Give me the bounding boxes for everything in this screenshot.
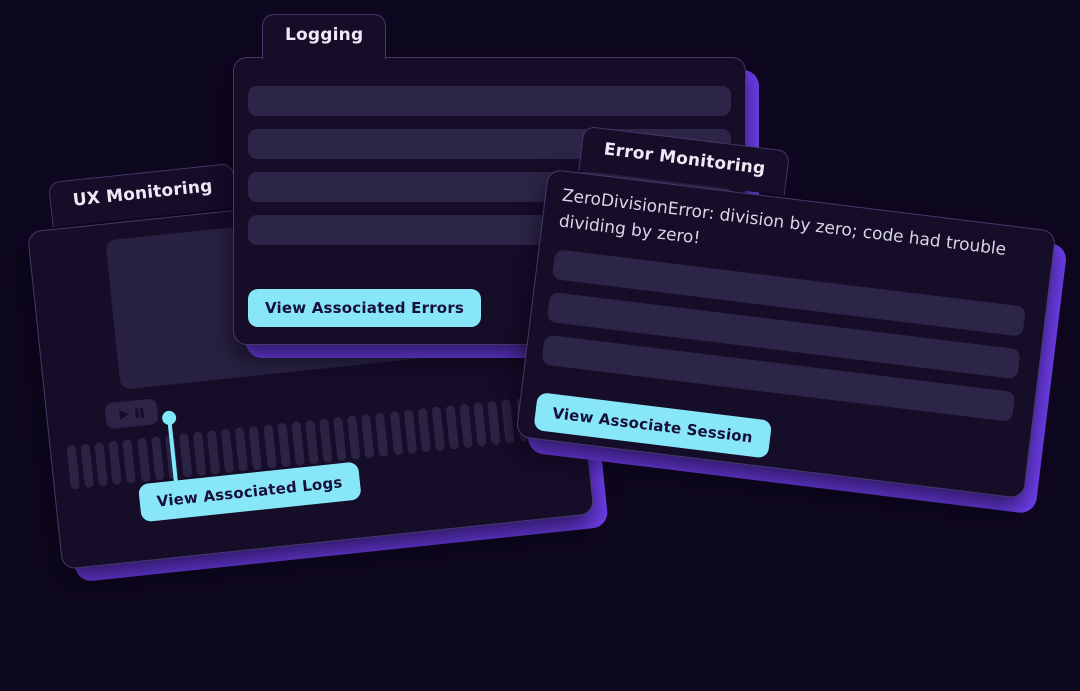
view-associated-errors-button[interactable]: View Associated Errors: [248, 289, 482, 327]
timeline-tick: [136, 437, 151, 483]
timeline-tick: [361, 413, 375, 459]
timeline-tick: [80, 443, 95, 489]
pause-icon[interactable]: [134, 407, 145, 419]
timeline-tick: [431, 406, 445, 452]
tab-logging[interactable]: Logging: [262, 14, 387, 59]
timeline-tick: [276, 422, 291, 468]
error-monitoring-card: Error Monitoring ZeroDivisionError: divi…: [515, 122, 1068, 515]
timeline-tick: [122, 438, 137, 484]
timeline-tick: [234, 427, 249, 472]
timeline-tick: [487, 400, 502, 446]
timeline-tick: [417, 407, 431, 453]
timeline-tick: [333, 416, 347, 462]
timeline-tick: [291, 421, 305, 466]
timeline-tick: [305, 419, 319, 465]
timeline-tick: [150, 435, 165, 481]
timeline-tick: [459, 403, 473, 449]
timeline-tick: [248, 425, 263, 471]
timeline-tick: [108, 440, 123, 486]
timeline-tick: [501, 399, 516, 444]
timeline-tick: [94, 441, 109, 487]
timeline-tick: [220, 428, 235, 474]
timeline-tick: [473, 402, 487, 447]
playhead-line: [167, 422, 179, 489]
skeleton-row: [248, 86, 731, 116]
play-pause-control[interactable]: [104, 398, 159, 430]
timeline-tick: [375, 412, 389, 458]
play-icon[interactable]: [118, 409, 129, 421]
timeline-tick: [389, 410, 403, 456]
timeline-tick: [262, 424, 277, 469]
timeline-tick: [319, 418, 333, 463]
timeline-tick: [192, 431, 207, 477]
timeline-tick: [347, 415, 361, 461]
timeline-tick: [206, 430, 221, 475]
timeline-tick: [445, 405, 459, 450]
timeline-tick: [403, 409, 417, 455]
timeline-tick: [66, 444, 81, 490]
